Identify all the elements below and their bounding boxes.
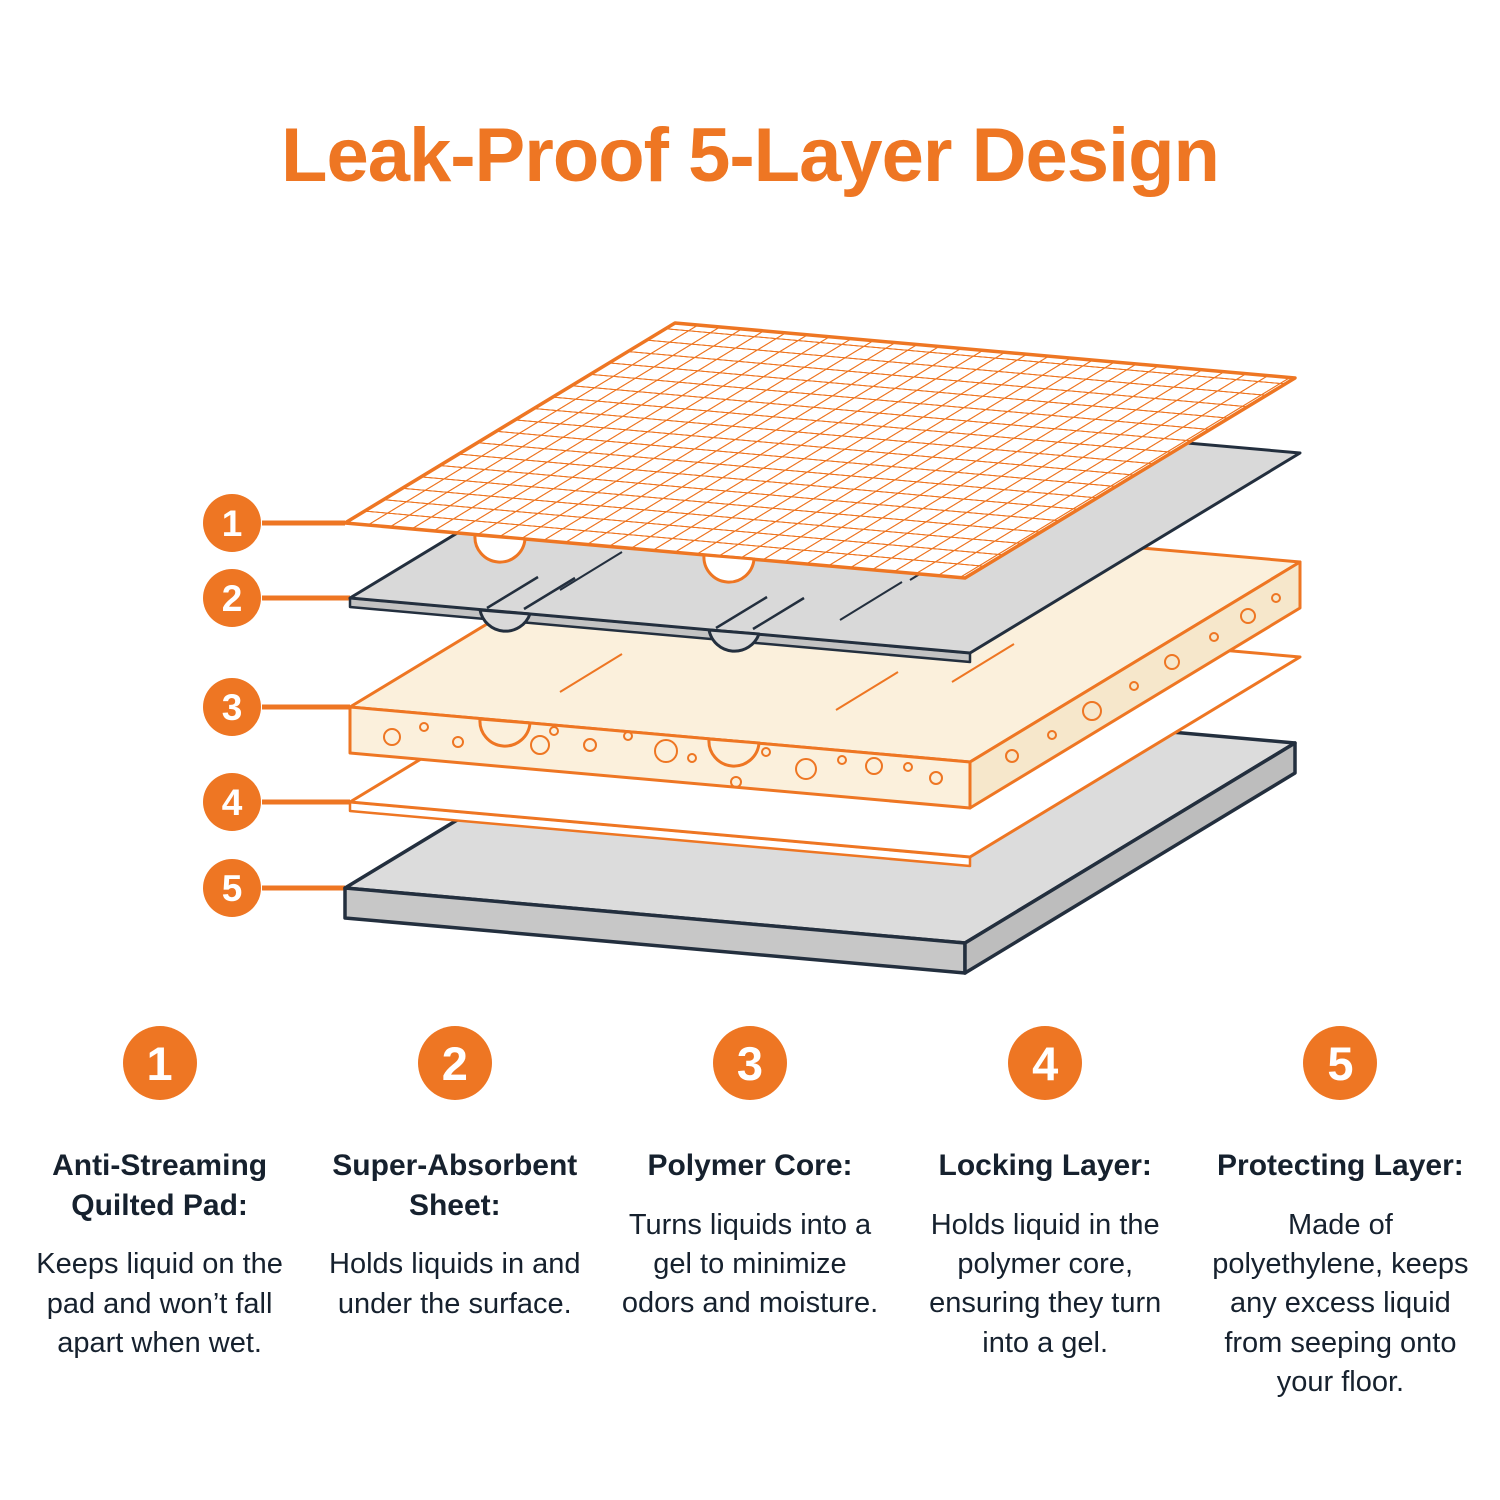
layer-5-callout-badge: 5 [203, 859, 261, 917]
layer-4-callout-badge: 4 [203, 773, 261, 831]
page-title: Leak-Proof 5-Layer Design [281, 113, 1220, 198]
feature-1-description: Keeps liquid on the pad and won’t fall a… [36, 1248, 283, 1360]
feature-1-number-badge: 1 [122, 1026, 197, 1100]
feature-2: 2 Super-Absorbent Sheet: Holds liquids i… [315, 1026, 594, 1403]
feature-4-description: Holds liquid in the polymer core, ensuri… [929, 1208, 1162, 1359]
layer-2-callout-badge: 2 [203, 569, 261, 627]
polymer-core-bubbles [383, 593, 1281, 788]
feature-5-number-badge: 5 [1303, 1026, 1378, 1100]
absorbent-sheet-funnel-lines [486, 575, 805, 631]
feature-1-title: Anti-Streaming Quilted Pad: [52, 1149, 268, 1222]
feature-3-number-badge: 3 [712, 1026, 787, 1100]
polymer-core-notches [478, 717, 761, 768]
feature-1: 1 Anti-Streaming Quilted Pad: Keeps liqu… [20, 1026, 299, 1403]
absorbent-sheet-funnels [478, 608, 761, 653]
feature-3-title: Polymer Core: [647, 1149, 853, 1182]
feature-5: 5 Protecting Layer: Made of polyethylene… [1201, 1026, 1480, 1403]
feature-4: 4 Locking Layer: Holds liquid in the pol… [906, 1026, 1185, 1403]
polymer-core-hatch-lines [559, 643, 1015, 711]
feature-2-number-badge: 2 [417, 1026, 492, 1100]
feature-2-title: Super-Absorbent Sheet: [332, 1149, 578, 1222]
callout-leader-lines [262, 520, 350, 891]
layer-diagram [262, 321, 1302, 975]
feature-4-number-badge: 4 [1008, 1026, 1083, 1100]
feature-3-description: Turns liquids into a gel to minimize odo… [621, 1208, 879, 1320]
feature-4-title: Locking Layer: [938, 1149, 1152, 1182]
feature-3: 3 Polymer Core: Turns liquids into a gel… [610, 1026, 889, 1403]
layer-3-callout-badge: 3 [203, 678, 261, 736]
feature-5-description: Made of polyethylene, keeps any excess l… [1212, 1208, 1469, 1399]
quilted-mesh-scallops [473, 533, 756, 584]
features-section: 1 Anti-Streaming Quilted Pad: Keeps liqu… [20, 1026, 1480, 1403]
layer-1-callout-badge: 1 [203, 494, 261, 552]
feature-5-title: Protecting Layer: [1217, 1149, 1464, 1182]
feature-2-description: Holds liquids in and under the surface. [329, 1248, 581, 1320]
layer-1-quilted-mesh-graphic [343, 321, 1297, 584]
